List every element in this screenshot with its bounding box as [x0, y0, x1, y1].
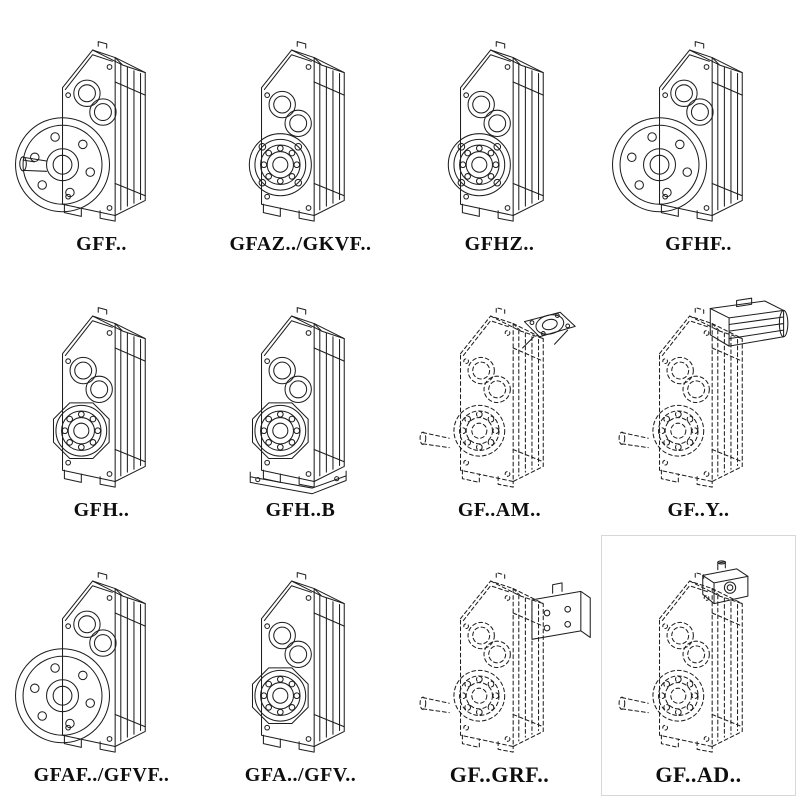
- catalog-item-gfaz-gkvf: GFAZ../GKVF..: [201, 2, 400, 267]
- catalog-item-gfh: GFH..: [2, 267, 201, 532]
- gfaf-gfvf-gearbox-icon: [14, 572, 146, 753]
- item-label: GFH..B: [265, 498, 336, 521]
- catalog-item-gff: GFF..: [2, 2, 201, 267]
- catalog-item-gf-am: GF..AM..: [400, 267, 599, 532]
- gf-am-gearbox-icon: [419, 306, 576, 488]
- item-label: GF..AM..: [457, 498, 542, 521]
- catalog-item-gf-grf: GF..GRF..: [400, 533, 599, 798]
- item-label: GF..GRF..: [449, 762, 550, 787]
- catalog-item-gf-y: GF..Y..: [599, 267, 798, 532]
- item-label: GF..Y..: [667, 498, 730, 521]
- gff-gearbox-icon: [14, 41, 146, 222]
- catalog-item-gfhz: GFHZ..: [400, 2, 599, 267]
- catalog-item-gfa-gfv: GFA../GFV..: [201, 533, 400, 798]
- item-label: GFA../GFV..: [244, 764, 357, 786]
- item-label: GF..AD..: [655, 762, 742, 787]
- item-label: GFHF..: [665, 233, 732, 256]
- item-label: GFHZ..: [464, 233, 535, 256]
- gfh-gearbox-icon: [52, 306, 146, 488]
- item-label: GFAZ../GKVF..: [229, 233, 372, 256]
- catalog-item-gfh-b: GFH..B: [201, 267, 400, 532]
- gf-grf-gearbox-icon: [419, 572, 591, 753]
- gf-y-gearbox-icon: [618, 297, 788, 488]
- catalog-item-gfhf: GFHF..: [599, 2, 798, 267]
- gfa-gfv-gearbox-icon: [251, 572, 345, 753]
- gfaz-gkvf-gearbox-icon: [248, 41, 345, 222]
- item-label: GFF..: [76, 233, 127, 256]
- item-label: GFAF../GFVF..: [33, 764, 170, 786]
- gfhz-gearbox-icon: [447, 41, 544, 222]
- item-label: GFH..: [73, 498, 130, 521]
- catalog-item-gfaf-gfvf: GFAF../GFVF..: [2, 533, 201, 798]
- gfh-b-gearbox-icon: [249, 306, 347, 494]
- gf-ad-gearbox-icon: [618, 560, 748, 753]
- catalog-item-gf-ad: GF..AD..: [599, 533, 798, 798]
- gfhf-gearbox-icon: [611, 41, 743, 222]
